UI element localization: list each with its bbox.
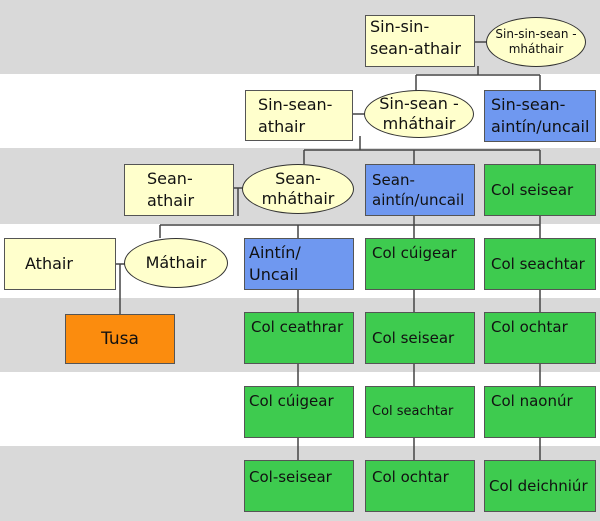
- cousin-label: Col deichniúr: [489, 476, 588, 495]
- grandmother-ellipse: Sean-mháthair: [242, 164, 354, 214]
- cousin-col2-row4: Col ochtar: [365, 460, 475, 512]
- grandfather-label: Sean-athair: [147, 169, 195, 210]
- great-grandmother-ellipse: Sin-sean -mháthair: [364, 90, 474, 138]
- cousin-col3-row2: Col seachtar: [484, 238, 596, 290]
- cousin-col1-row3: Col-seisear: [244, 460, 354, 512]
- mother-label: Máthair: [145, 253, 207, 272]
- grandmother-label: Sean-mháthair: [261, 169, 335, 208]
- cousin-col2-row1: Col cúigear: [365, 238, 475, 290]
- great-great-grandfather-label: Sin-sin-sean-athair: [370, 17, 461, 58]
- father-box: Athair: [4, 238, 116, 290]
- cousin-label: Col ochtar: [491, 318, 568, 336]
- cousin-col3-row4: Col naonúr: [484, 386, 596, 438]
- cousin-col1-row2: Col cúigear: [244, 386, 354, 438]
- cousin-label: Col naonúr: [491, 392, 573, 410]
- cousin-col3-row5: Col deichniúr: [484, 460, 596, 512]
- aunt-uncle-box: Aintín/ Uncail: [244, 238, 354, 290]
- great-aunt-uncle-box: Sin-sean-aintín/uncail: [484, 90, 596, 142]
- great-great-grandmother-label: Sin-sin-sean -mháthair: [495, 27, 577, 56]
- cousin-label: Col seachtar: [372, 404, 454, 420]
- grandfather-box: Sean-athair: [124, 164, 234, 216]
- cousin-label: Col seisear: [491, 180, 574, 199]
- cousin-label: Col ochtar: [372, 468, 449, 486]
- grand-aunt-uncle-box: Sean-aintín/uncail: [365, 164, 475, 216]
- great-aunt-uncle-label: Sin-sean-aintín/uncail: [491, 95, 590, 136]
- mother-ellipse: Máthair: [124, 238, 228, 288]
- cousin-col1-row1: Col ceathrar: [244, 312, 354, 364]
- grand-aunt-uncle-label: Sean-aintín/uncail: [372, 170, 465, 209]
- great-grandmother-label: Sin-sean -mháthair: [379, 94, 459, 133]
- great-great-grandfather-box: Sin-sin-sean-athair: [365, 15, 475, 67]
- cousin-label: Col cúigear: [249, 392, 334, 410]
- great-grandfather-box: Sin-sean-athair: [245, 90, 353, 141]
- cousin-label: Col cúigear: [372, 244, 457, 262]
- aunt-uncle-label: Aintín/ Uncail: [249, 243, 301, 284]
- you-label: Tusa: [101, 328, 139, 349]
- you-box: Tusa: [65, 314, 175, 364]
- cousin-col3-row1: Col seisear: [484, 164, 596, 216]
- cousin-col2-row3: Col seachtar: [365, 386, 475, 438]
- cousin-label: Col seisear: [372, 328, 455, 347]
- cousin-col2-row2: Col seisear: [365, 312, 475, 364]
- cousin-label: Col-seisear: [249, 468, 332, 486]
- cousin-label: Col ceathrar: [251, 318, 344, 336]
- father-label: Athair: [25, 254, 73, 274]
- great-great-grandmother-ellipse: Sin-sin-sean -mháthair: [486, 17, 586, 67]
- cousin-col3-row3: Col ochtar: [484, 312, 596, 364]
- cousin-label: Col seachtar: [491, 254, 585, 273]
- great-grandfather-label: Sin-sean-athair: [258, 94, 333, 136]
